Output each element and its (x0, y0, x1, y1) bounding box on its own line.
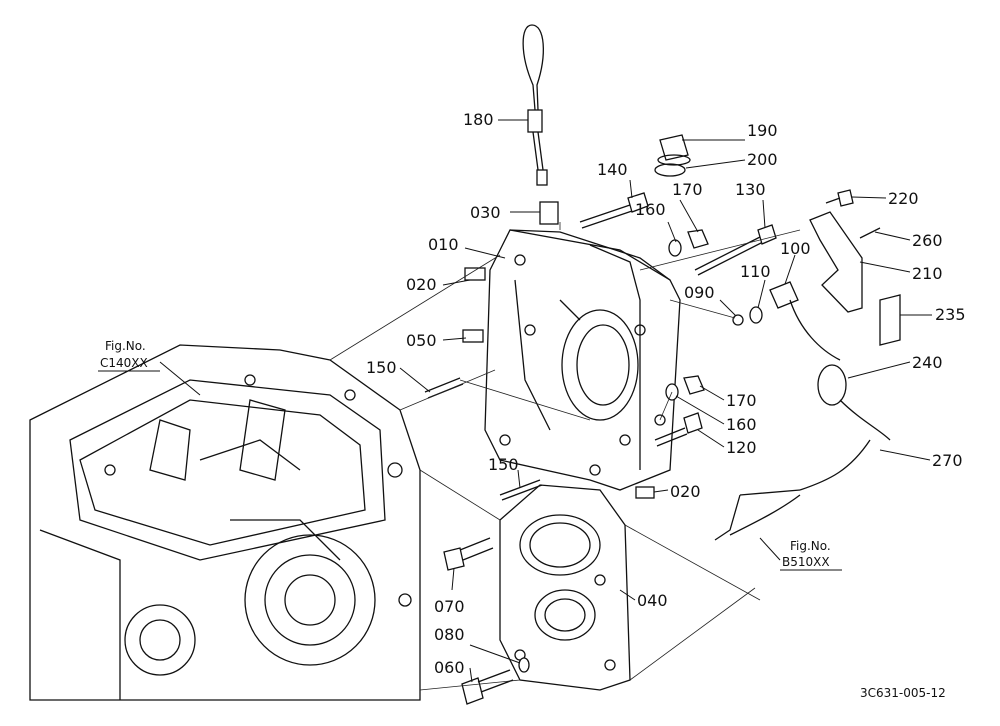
label-080: 080 (434, 625, 465, 644)
label-060: 060 (434, 658, 465, 677)
label-100: 100 (780, 239, 811, 258)
label-200: 200 (747, 150, 778, 169)
transmission-case (29, 344, 421, 701)
label-010: 010 (428, 235, 459, 254)
nut-170-upper (687, 229, 709, 249)
label-030: 030 (470, 203, 501, 222)
fig-ref-c140-label: Fig.No. (105, 339, 146, 353)
pin-020-lower (635, 486, 655, 499)
label-150-upper: 150 (366, 358, 397, 377)
label-270: 270 (932, 451, 963, 470)
label-180: 180 (463, 110, 494, 129)
part-labels: 180 030 010 020 050 150 140 160 170 130 … (366, 110, 966, 677)
assembly-lines (329, 222, 801, 691)
cable-270 (714, 439, 871, 541)
clip-260 (859, 227, 881, 239)
label-170-lower: 170 (726, 391, 757, 410)
label-220: 220 (888, 189, 919, 208)
pin-020-upper (464, 267, 486, 281)
drawing-code: 3C631-005-12 (860, 686, 946, 700)
o-ring-200 (654, 163, 686, 177)
washer-110 (749, 306, 763, 324)
label-170-upper: 170 (672, 180, 703, 199)
label-070: 070 (434, 597, 465, 616)
fig-ref-b510-label: Fig.No. (790, 539, 831, 553)
plug-030 (539, 201, 559, 225)
label-130: 130 (735, 180, 766, 199)
filler-cap (657, 134, 691, 166)
label-110: 110 (740, 262, 771, 281)
bolt-060 (461, 669, 514, 705)
pin-050 (462, 329, 484, 343)
leader-lines (159, 119, 932, 683)
washer-160-upper (668, 239, 682, 257)
harness-240 (789, 299, 891, 441)
dipstick (522, 24, 548, 186)
label-140: 140 (597, 160, 628, 179)
stud-150-upper (424, 377, 464, 399)
rear-cover (499, 484, 631, 691)
fig-ref-b510-code: B510XX (782, 555, 830, 569)
label-040: 040 (637, 591, 668, 610)
label-235: 235 (935, 305, 966, 324)
label-190: 190 (747, 121, 778, 140)
label-240: 240 (912, 353, 943, 372)
label-150-lower: 150 (488, 455, 519, 474)
bolt-220 (825, 189, 854, 207)
label-160-lower: 160 (726, 415, 757, 434)
sensor-100 (769, 281, 799, 309)
bolt-120 (654, 412, 703, 447)
bolt-140 (579, 192, 649, 229)
label-090: 090 (684, 283, 715, 302)
label-260: 260 (912, 231, 943, 250)
nut-170-lower (683, 375, 705, 395)
label-160-upper: 160 (635, 200, 666, 219)
washer-080 (518, 657, 530, 673)
fig-ref-c140-code: C140XX (100, 356, 148, 370)
label-020-lower: 020 (670, 482, 701, 501)
fig-ref-b510: Fig.No. B510XX (780, 539, 842, 571)
label-020-upper: 020 (406, 275, 437, 294)
label-120: 120 (726, 438, 757, 457)
bracket-210 (809, 211, 863, 313)
sleeve-235 (879, 294, 901, 346)
bolt-070 (443, 537, 494, 571)
fig-ref-c140: Fig.No. C140XX (98, 339, 160, 372)
ball-090 (732, 314, 744, 326)
label-050: 050 (406, 331, 437, 350)
center-housing (484, 229, 681, 491)
label-210: 210 (912, 264, 943, 283)
